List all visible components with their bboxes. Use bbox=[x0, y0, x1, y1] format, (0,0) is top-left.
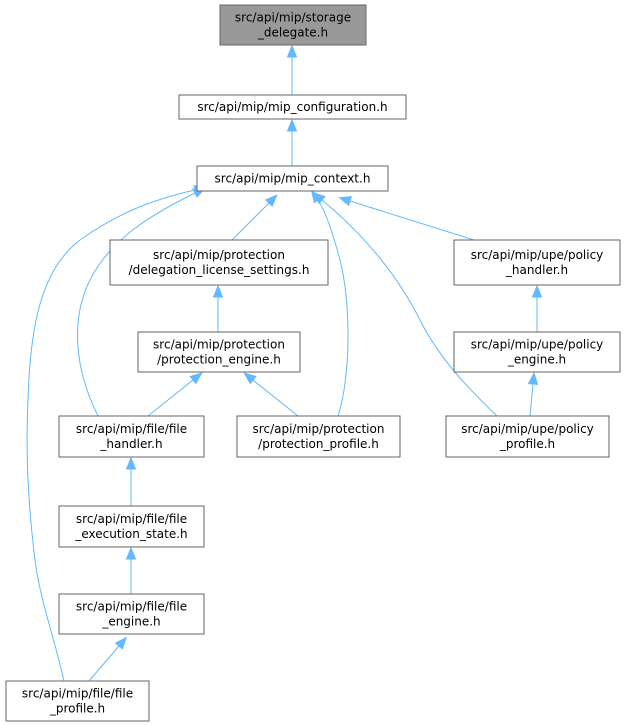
node-label-line: /protection_profile.h bbox=[258, 437, 379, 451]
node-label-line: src/api/mip/upe/policy bbox=[471, 248, 604, 262]
edge-arrowhead bbox=[286, 118, 298, 132]
node-label-line: src/api/mip/upe/policy bbox=[471, 338, 604, 352]
node-box bbox=[219, 4, 367, 46]
node-mip-configuration[interactable]: src/api/mip/mip_configuration.h bbox=[178, 94, 407, 120]
node-box bbox=[453, 331, 621, 373]
node-upe-policy-engine[interactable]: src/api/mip/upe/policy_engine.h bbox=[453, 331, 621, 373]
edge-arrowhead bbox=[286, 44, 298, 58]
node-label-line: _engine.h bbox=[507, 353, 566, 367]
edge-line bbox=[77, 192, 196, 417]
node-delegation-license-settings[interactable]: src/api/mip/protection/delegation_licens… bbox=[109, 239, 329, 286]
node-file-handler[interactable]: src/api/mip/file/file_handler.h bbox=[58, 415, 205, 458]
node-file-execution-state[interactable]: src/api/mip/file/file_execution_state.h bbox=[58, 505, 205, 548]
node-label-line: src/api/mip/upe/policy bbox=[461, 422, 594, 436]
node-label-line: src/api/mip/file/file bbox=[76, 600, 187, 614]
node-label-line: _profile.h bbox=[499, 437, 555, 451]
edge-file_handler-to-protection_engine bbox=[147, 372, 203, 417]
node-label-line: _handler.h bbox=[99, 437, 162, 451]
node-box bbox=[58, 505, 205, 548]
edge-line bbox=[321, 199, 498, 417]
edge-file_handler-to-mip_context bbox=[77, 187, 207, 417]
edge-upe_policy_profile-to-upe_policy_engine bbox=[527, 371, 539, 417]
node-box bbox=[445, 415, 610, 458]
edge-protection_engine-to-delegation_license_settings bbox=[212, 284, 224, 332]
node-box bbox=[196, 165, 389, 192]
node-box bbox=[137, 331, 301, 373]
edge-file_execution_state-to-file_handler bbox=[125, 456, 137, 506]
edge-arrowhead bbox=[264, 194, 278, 208]
edge-arrowhead bbox=[338, 196, 353, 207]
edge-line bbox=[88, 645, 120, 682]
node-label-line: _profile.h bbox=[49, 702, 105, 716]
node-label-line: _delegate.h bbox=[257, 26, 328, 40]
edge-mip_configuration-to-storage_delegate bbox=[286, 44, 298, 95]
node-label-line: src/api/mip/storage bbox=[235, 11, 351, 25]
node-box bbox=[5, 680, 150, 722]
node-box bbox=[453, 239, 621, 286]
node-label-line: src/api/mip/protection bbox=[253, 422, 385, 436]
node-label-line: /delegation_license_settings.h bbox=[129, 263, 310, 277]
node-upe-policy-handler[interactable]: src/api/mip/upe/policy_handler.h bbox=[453, 239, 621, 286]
node-box bbox=[178, 94, 407, 120]
node-label-line: src/api/mip/protection bbox=[153, 338, 285, 352]
node-box bbox=[58, 415, 205, 458]
edge-line bbox=[529, 383, 534, 417]
edge-upe_policy_engine-to-upe_policy_handler bbox=[531, 284, 543, 332]
node-upe-policy-profile[interactable]: src/api/mip/upe/policy_profile.h bbox=[445, 415, 610, 458]
edge-upe_policy_profile-to-mip_context bbox=[312, 192, 498, 417]
node-file-engine[interactable]: src/api/mip/file/file_engine.h bbox=[58, 593, 205, 635]
edge-file_profile-to-file_engine bbox=[88, 636, 128, 682]
edge-upe_policy_handler-to-mip_context bbox=[338, 196, 475, 241]
node-label-line: _handler.h bbox=[505, 263, 568, 277]
edge-arrowhead bbox=[189, 372, 203, 385]
node-label-line: src/api/mip/file/file bbox=[22, 687, 133, 701]
node-file-profile[interactable]: src/api/mip/file/file_profile.h bbox=[5, 680, 150, 722]
node-storage-delegate: src/api/mip/storage_delegate.h bbox=[219, 4, 367, 46]
node-label-line: /protection_engine.h bbox=[157, 353, 281, 367]
edge-arrowhead bbox=[527, 371, 539, 385]
edge-arrowhead bbox=[312, 192, 326, 205]
edge-line bbox=[26, 189, 196, 682]
edge-protection_profile-to-protection_engine bbox=[243, 372, 299, 417]
edge-line bbox=[252, 379, 299, 417]
node-box bbox=[236, 415, 401, 458]
edge-arrowhead bbox=[125, 546, 137, 560]
node-label-line: src/api/mip/file/file bbox=[76, 422, 187, 436]
edge-arrowhead bbox=[531, 284, 543, 298]
edge-arrowhead bbox=[125, 456, 137, 470]
node-mip-context[interactable]: src/api/mip/mip_context.h bbox=[196, 165, 389, 192]
node-label-line: _engine.h bbox=[101, 615, 160, 629]
edge-protection_profile-to-mip_context bbox=[310, 189, 349, 417]
nodes-layer: src/api/mip/storage_delegate.hsrc/api/mi… bbox=[5, 4, 621, 722]
node-box bbox=[109, 239, 329, 286]
edge-line bbox=[231, 202, 270, 241]
edge-arrowhead bbox=[114, 636, 128, 650]
node-label-line: _execution_state.h bbox=[74, 527, 187, 541]
node-protection-profile[interactable]: src/api/mip/protection/protection_profil… bbox=[236, 415, 401, 458]
node-label-line: src/api/mip/protection bbox=[153, 248, 285, 262]
node-protection-engine[interactable]: src/api/mip/protection/protection_engine… bbox=[137, 331, 301, 373]
node-box bbox=[58, 593, 205, 635]
edge-line bbox=[317, 199, 349, 417]
node-label-line: src/api/mip/file/file bbox=[76, 512, 187, 526]
edge-line bbox=[349, 200, 475, 241]
edge-delegation_license_settings-to-mip_context bbox=[231, 194, 278, 241]
edge-file_engine-to-file_execution_state bbox=[125, 546, 137, 594]
edge-line bbox=[147, 379, 194, 417]
edge-arrowhead bbox=[212, 284, 224, 298]
edge-mip_context-to-mip_configuration bbox=[286, 118, 298, 166]
node-label-line: src/api/mip/mip_context.h bbox=[215, 172, 371, 186]
node-label-line: src/api/mip/mip_configuration.h bbox=[197, 100, 387, 114]
edge-arrowhead bbox=[243, 372, 257, 385]
